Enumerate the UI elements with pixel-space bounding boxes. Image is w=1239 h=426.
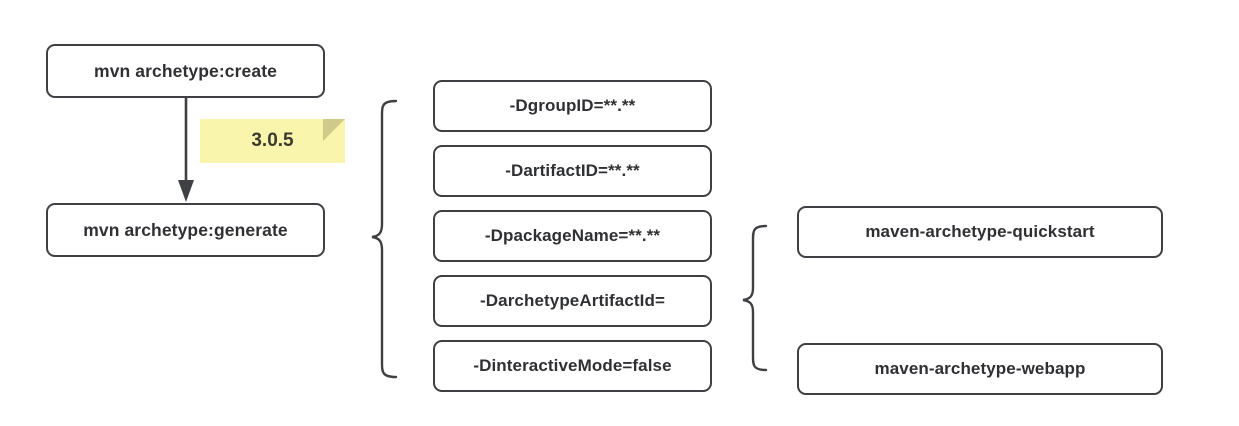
node-param-groupid[interactable]: -DgroupID=**.** <box>433 80 712 132</box>
node-label: -DpackageName=**.** <box>484 226 661 245</box>
node-mvn-archetype-create[interactable]: mvn archetype:create <box>46 44 325 98</box>
node-archetype-quickstart[interactable]: maven-archetype-quickstart <box>797 206 1163 258</box>
node-label: maven-archetype-webapp <box>874 359 1086 378</box>
node-label: -DgroupID=**.** <box>509 96 636 115</box>
node-param-artifactid[interactable]: -DartifactID=**.** <box>433 145 712 197</box>
node-label: -DartifactID=**.** <box>505 161 640 180</box>
node-param-interactivemode[interactable]: -DinteractiveMode=false <box>433 340 712 392</box>
sticky-note-version: 3.0.5 <box>200 119 345 163</box>
brace-parameters <box>371 99 398 379</box>
node-label: -DarchetypeArtifactId= <box>480 291 665 310</box>
node-param-packagename[interactable]: -DpackageName=**.** <box>433 210 712 262</box>
node-label: maven-archetype-quickstart <box>865 222 1095 241</box>
node-param-archetypeartifactid[interactable]: -DarchetypeArtifactId= <box>433 275 712 327</box>
node-label: -DinteractiveMode=false <box>473 356 672 375</box>
node-label: mvn archetype:create <box>94 60 277 81</box>
node-mvn-archetype-generate[interactable]: mvn archetype:generate <box>46 203 325 257</box>
arrow-create-to-generate <box>178 98 194 202</box>
node-label: mvn archetype:generate <box>83 219 288 240</box>
note-fold-icon <box>323 119 345 141</box>
sticky-note-label: 3.0.5 <box>251 130 294 151</box>
node-archetype-webapp[interactable]: maven-archetype-webapp <box>797 343 1163 395</box>
brace-archetypes <box>742 224 768 372</box>
